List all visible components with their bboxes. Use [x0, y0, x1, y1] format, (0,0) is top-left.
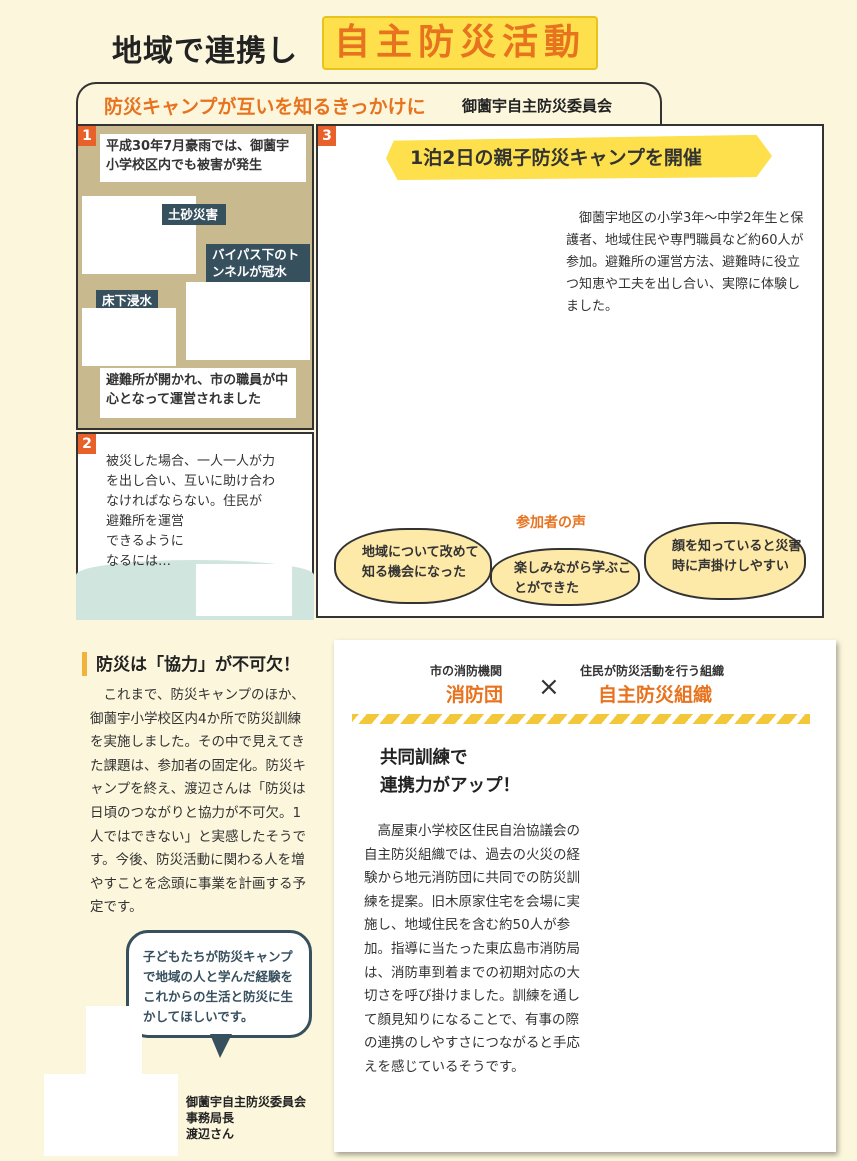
card-right-title: 自主防災組織 — [598, 684, 713, 706]
card-left-title: 消防団 — [446, 684, 504, 706]
panel-1-caption-bottom: 避難所が開かれ、市の職員が中心となって運営されました — [100, 368, 296, 418]
signature: 御薗宇自主防災委員会 事務局長 渡辺さん — [186, 1094, 306, 1142]
collaboration-card — [334, 640, 836, 1152]
voice-bubble-2: 楽しみながら学ぶことができた — [490, 548, 640, 606]
panel-1-caption-top: 平成30年7月豪雨では、御薗宇小学校区内でも被害が発生 — [100, 134, 306, 182]
panel-3-text: 御薗宇地区の小学3年～中学2年生と保護者、地域住民や専門職員など約60人が参加。… — [566, 211, 804, 314]
signature-org: 御薗宇自主防災委員会 — [186, 1095, 307, 1109]
page-title-part1: 地域で連携し — [112, 34, 298, 69]
panel-1-number: 1 — [78, 126, 96, 146]
panel-3-number: 3 — [318, 126, 336, 146]
card-heading-line-2: 連携力がアップ！ — [380, 776, 520, 796]
portrait-photo-bottom — [44, 1074, 178, 1156]
panel-1-photo-flood — [82, 308, 176, 366]
tag-tunnel: バイパス下のトンネルが冠水 — [206, 244, 310, 282]
panel-2-line-3: なければならない。住民が — [106, 494, 263, 509]
panel-2-line-1: 被災した場合、一人一人が力 — [106, 454, 276, 469]
panel-2-line-4: 避難所を運営 — [106, 514, 185, 529]
tag-landslide: 土砂災害 — [162, 204, 226, 225]
card-cross-icon: × — [538, 672, 560, 702]
card-stripe-divider — [352, 714, 810, 724]
card-heading-line-1: 共同訓練で — [380, 748, 468, 768]
section-org: 御薗宇自主防災委員会 — [462, 97, 613, 115]
panel-2-number: 2 — [78, 434, 96, 454]
panel-2-line-5: できるように — [106, 534, 184, 549]
panel-2-line-6: なるには… — [106, 554, 172, 569]
tag-flood: 床下浸水 — [96, 290, 158, 311]
signature-name: 渡辺さん — [186, 1127, 235, 1141]
panel-3-banner — [386, 134, 772, 180]
card-heading: 共同訓練で 連携力がアップ！ — [380, 744, 520, 800]
panel-2-illustration-blank — [196, 564, 292, 616]
quote-bubble: 子どもたちが防災キャンプで地域の人と学んだ経験をこれからの生活と防災に生かしてほ… — [126, 930, 312, 1038]
section-title: 防災キャンプが互いを知るきっかけに — [104, 96, 426, 118]
lower-left-text: これまで、防災キャンプのほか、御薗宇小学校区内4か所で防災訓練を実施しました。そ… — [90, 687, 306, 916]
signature-role: 事務局長 — [186, 1111, 235, 1125]
panel-1-photo-tunnel — [186, 282, 310, 360]
quote-bubble-tail — [210, 1034, 232, 1058]
card-left-label: 市の消防機関 — [430, 664, 503, 678]
voices-label: 参加者の声 — [516, 515, 586, 531]
card-right-label: 住民が防災活動を行う組織 — [580, 664, 725, 678]
voice-bubble-3: 顔を知っていると災害時に声掛けしやすい — [644, 522, 806, 600]
panel-3-banner-text: 1泊2日の親子防災キャンプを開催 — [410, 147, 702, 169]
page-title-part2: 自主防災活動 — [322, 16, 599, 70]
voice-bubble-1: 地域について改めて知る機会になった — [334, 528, 492, 604]
lower-left-title-bar — [82, 652, 87, 676]
portrait-photo-top — [86, 1006, 142, 1078]
lower-left-title: 防災は「協力」が不可欠！ — [96, 655, 300, 675]
card-text: 高屋東小学校区住民自治協議会の自主防災組織では、過去の火災の経験から地元消防団に… — [364, 823, 580, 1075]
section-header-tab — [76, 82, 662, 126]
panel-2-line-2: を出し合い、互いに助け合わ — [106, 474, 276, 489]
